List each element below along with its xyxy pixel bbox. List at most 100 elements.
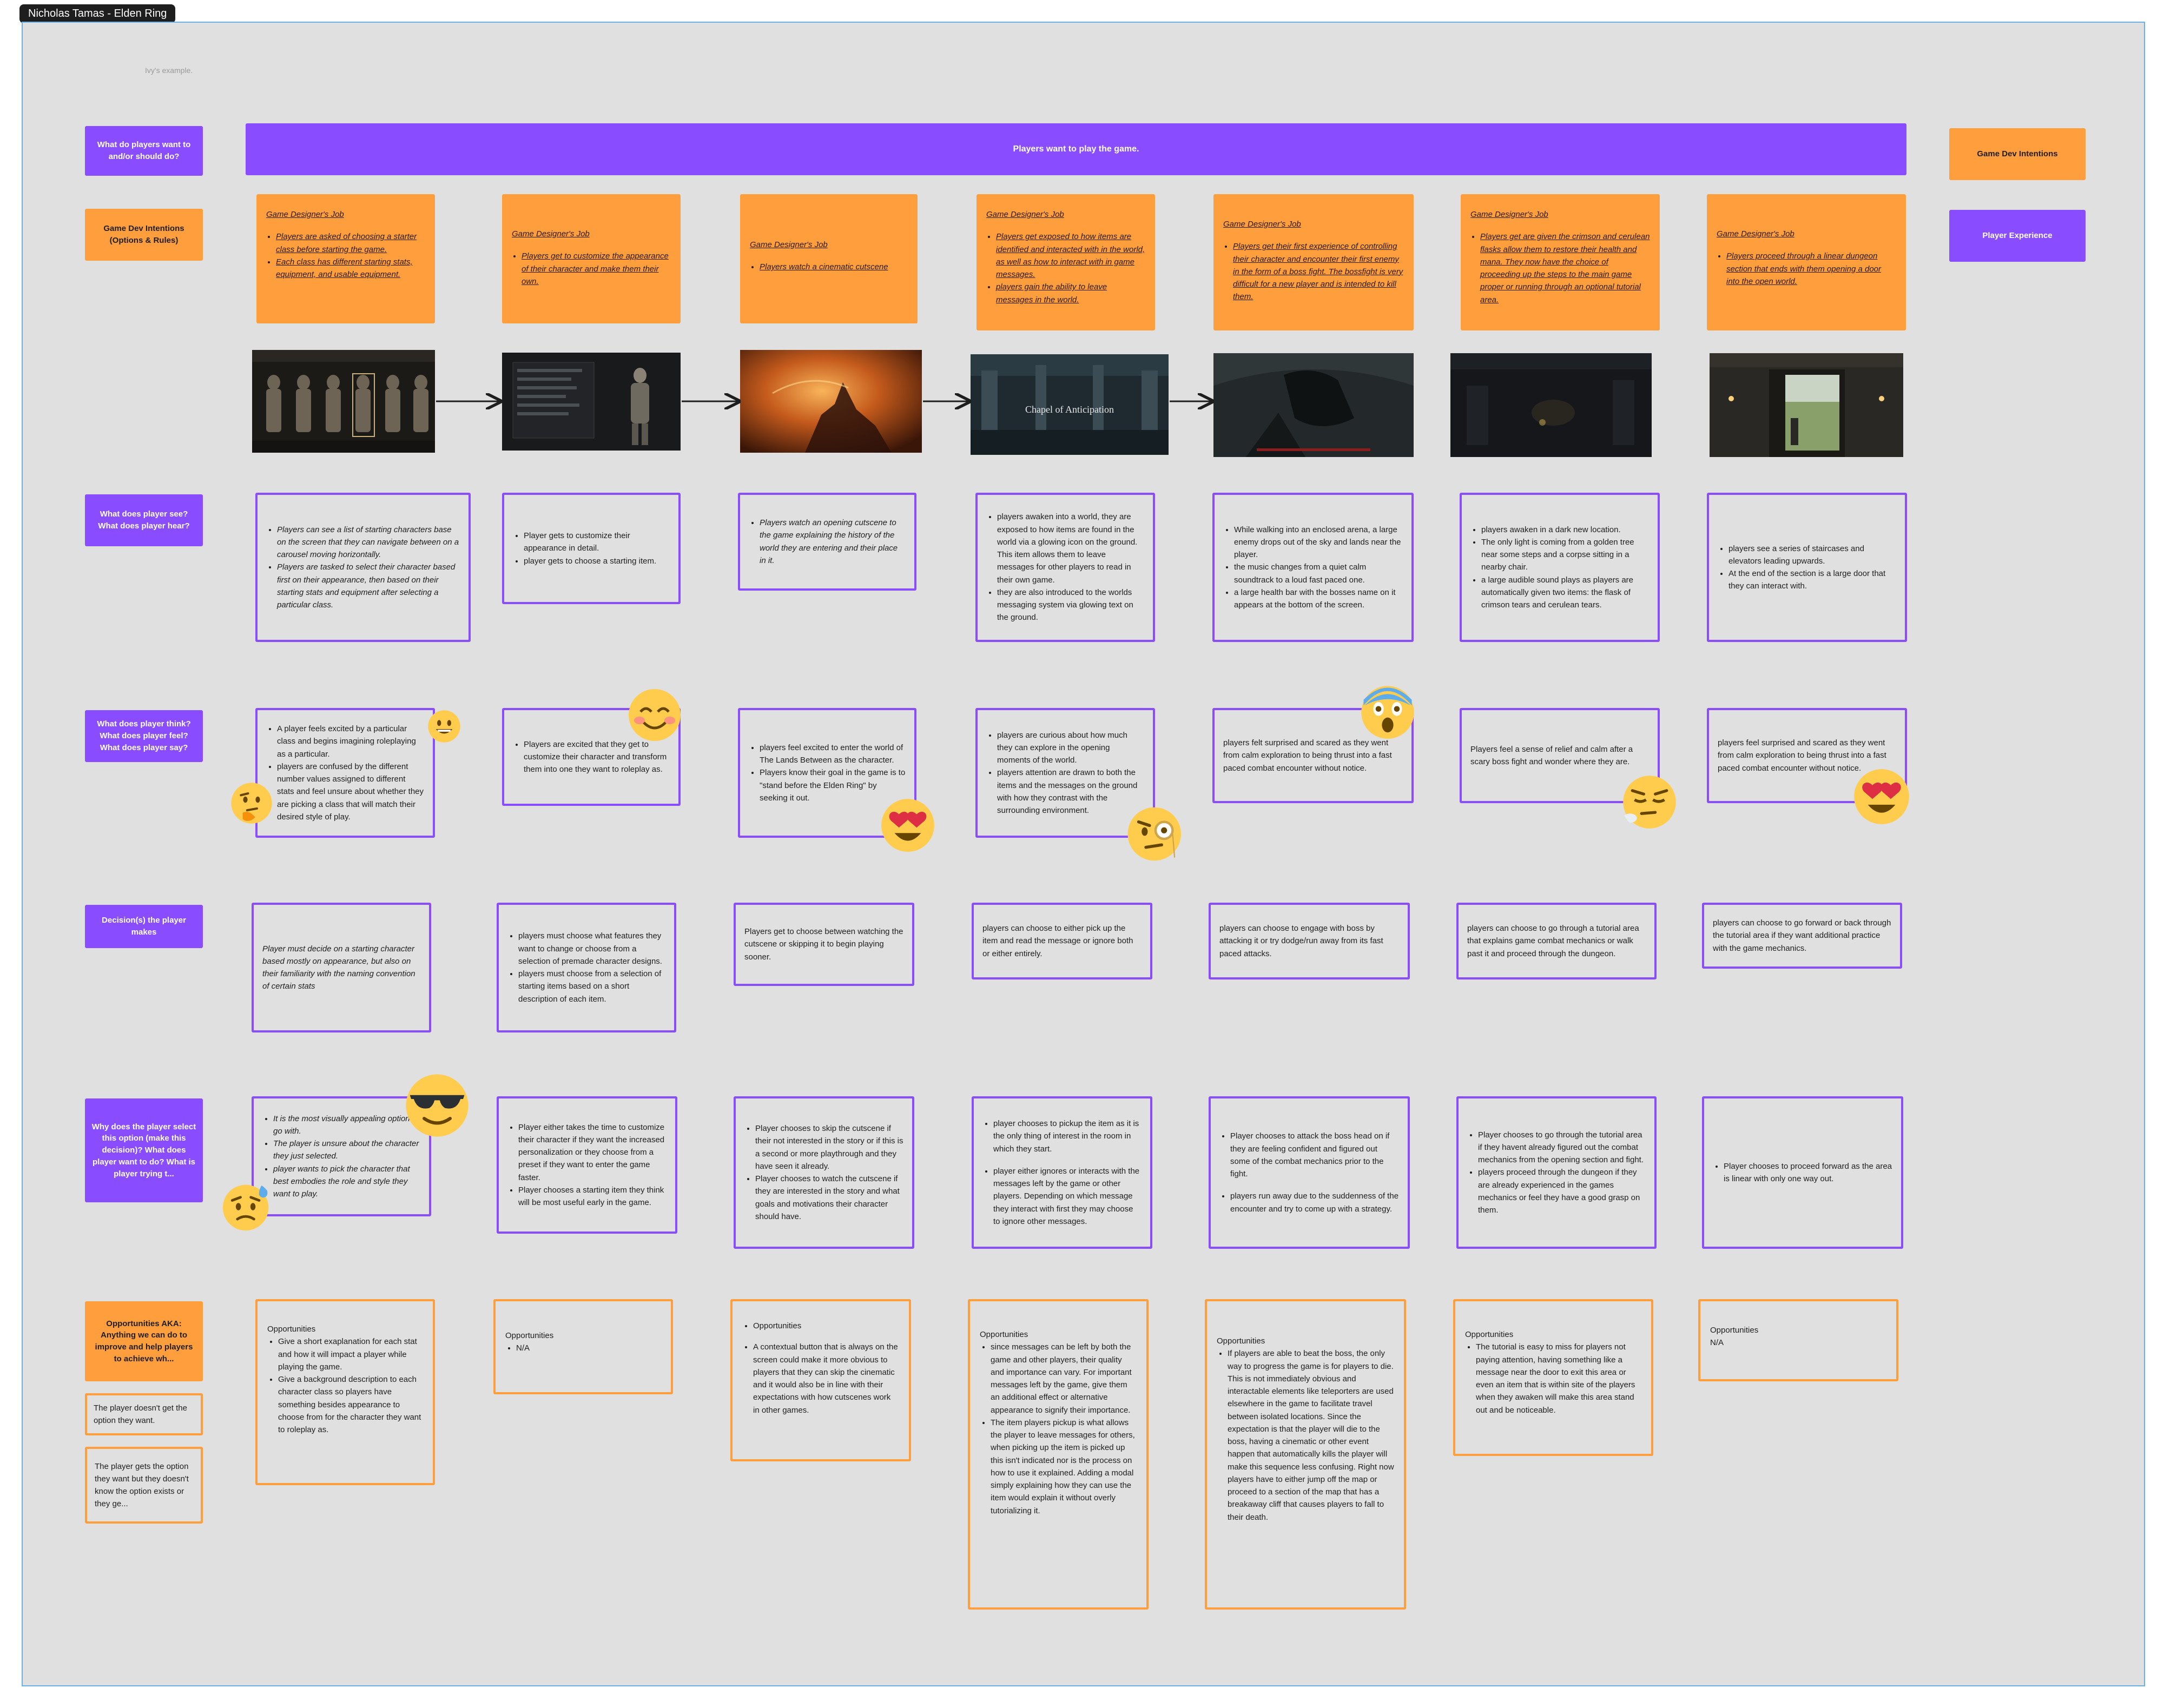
- decision-card-4: players can choose to either pick up the…: [972, 903, 1152, 979]
- see-point: players awaken into a world, they are ex…: [997, 511, 1144, 586]
- decision-card-6: players can choose to go through a tutor…: [1456, 903, 1657, 979]
- why-point: Player chooses to skip the cutscene if t…: [755, 1122, 903, 1173]
- decision-text: Players get to choose between watching t…: [744, 925, 903, 963]
- why-point: Player chooses to attack the boss head o…: [1230, 1130, 1399, 1180]
- why-point: The player is unsure about the character…: [273, 1137, 420, 1163]
- opportunity-heading: Opportunities: [1710, 1324, 1886, 1336]
- decision-card-5: players can choose to engage with boss b…: [1209, 903, 1410, 979]
- why-point: Player chooses to go through the tutoria…: [1478, 1129, 1646, 1167]
- why-card-2: Player either takes the time to customiz…: [497, 1096, 677, 1234]
- opportunity-point: The tutorial is easy to miss for players…: [1476, 1341, 1641, 1416]
- why-card-4: player chooses to pickup the item as it …: [972, 1096, 1152, 1249]
- think-point: Players are excited that they get to cus…: [524, 738, 670, 776]
- think-point: Players know their goal in the game is t…: [760, 766, 906, 804]
- opportunity-heading: Opportunities: [1465, 1328, 1641, 1341]
- decision-text: players can choose to engage with boss b…: [1219, 922, 1399, 960]
- why-card-3: Player chooses to skip the cutscene if t…: [734, 1096, 914, 1249]
- opportunity-point: If players are able to beat the boss, th…: [1228, 1347, 1394, 1524]
- decision-text: players can choose to go forward or back…: [1713, 917, 1891, 955]
- see-point: While walking into an enclosed arena, a …: [1234, 524, 1403, 561]
- see-card-5: While walking into an enclosed arena, a …: [1212, 493, 1414, 642]
- decision-point: players must choose what features they w…: [518, 930, 665, 968]
- opportunity-heading: Opportunities: [505, 1329, 661, 1342]
- why-card-6: Player chooses to go through the tutoria…: [1456, 1096, 1657, 1249]
- decision-card-3: Players get to choose between watching t…: [734, 903, 914, 986]
- see-point: The only light is coming from a golden t…: [1481, 536, 1649, 574]
- see-point: a large health bar with the bosses name …: [1234, 586, 1403, 612]
- why-point: players run away due to the suddenness o…: [1230, 1190, 1399, 1215]
- face-with-monocle-icon: [1125, 804, 1186, 864]
- why-point: player either ignores or interacts with …: [993, 1165, 1142, 1228]
- grinning-face-icon: [427, 710, 461, 743]
- why-card-1: It is the most visually appealing option…: [252, 1096, 431, 1216]
- fearful-screaming-face-icon: [1359, 683, 1416, 740]
- see-card-7: players see a series of staircases and e…: [1707, 493, 1907, 642]
- opportunity-point: The item players pickup is what allows t…: [991, 1416, 1137, 1517]
- opportunity-card-2: Opportunities N/A: [493, 1299, 673, 1394]
- opportunity-heading: Opportunities: [267, 1323, 423, 1335]
- think-point: players are confused by the different nu…: [277, 760, 424, 823]
- decision-point: players must choose from a selection of …: [518, 968, 665, 1005]
- why-point: player chooses to pickup the item as it …: [993, 1117, 1142, 1155]
- see-card-6: players awaken in a dark new location.Th…: [1460, 493, 1660, 642]
- decision-card-7: players can choose to go forward or back…: [1702, 903, 1902, 969]
- think-text: Players feel a sense of relief and calm …: [1470, 743, 1649, 769]
- see-card-3: Players watch an opening cutscene to the…: [738, 493, 916, 591]
- see-point: players see a series of staircases and e…: [1728, 542, 1896, 568]
- opportunity-card-7: Opportunities N/A: [1698, 1299, 1898, 1381]
- see-point: Players watch an opening cutscene to the…: [760, 517, 906, 567]
- opportunity-heading: Opportunities: [753, 1320, 899, 1332]
- see-point: the music changes from a quiet calm soun…: [1234, 561, 1403, 586]
- see-point: Players can see a list of starting chara…: [277, 524, 460, 561]
- opportunity-card-3: Opportunities A contextual button that is…: [730, 1299, 911, 1461]
- think-point: A player feels excited by a particular c…: [277, 723, 424, 760]
- decision-text: Player must decide on a starting charact…: [262, 943, 420, 993]
- think-text: players felt surprised and scared as the…: [1223, 737, 1403, 774]
- why-point: It is the most visually appealing option…: [273, 1113, 420, 1138]
- opportunity-card-1: Opportunities Give a short exaplanation …: [255, 1299, 435, 1485]
- think-point: players attention are drawn to both the …: [997, 766, 1144, 817]
- see-point: Player gets to customize their appearanc…: [524, 529, 670, 555]
- see-point: players awaken in a dark new location.: [1481, 524, 1649, 536]
- think-point: players feel excited to enter the world …: [760, 742, 906, 767]
- see-point: At the end of the section is a large doo…: [1728, 567, 1896, 593]
- smiling-face-with-smiling-eyes-icon: [628, 688, 682, 742]
- think-text: players feel surprised and scared as the…: [1718, 737, 1896, 774]
- see-card-2: Player gets to customize their appearanc…: [502, 493, 681, 604]
- thinking-face-icon: [229, 781, 274, 825]
- opportunity-point: A contextual button that is always on th…: [753, 1341, 899, 1416]
- decision-text: players can choose to either pick up the…: [982, 922, 1142, 960]
- see-card-1: Players can see a list of starting chara…: [255, 493, 471, 642]
- relieved-sigh-face-icon: [1621, 773, 1678, 831]
- opportunity-point: Give a background description to each ch…: [278, 1373, 423, 1436]
- decision-text: players can choose to go through a tutor…: [1467, 922, 1646, 960]
- see-point: Players are tasked to select their chara…: [277, 561, 460, 611]
- think-card-4: players are curious about how much they …: [975, 708, 1155, 838]
- opportunity-card-5: Opportunities If players are able to bea…: [1205, 1299, 1406, 1610]
- heart-eyes-face-icon: [1853, 768, 1910, 825]
- why-point: Player chooses to watch the cutscene if …: [755, 1173, 903, 1223]
- sunglasses-face-icon: [405, 1073, 470, 1138]
- see-point: player gets to choose a starting item.: [524, 555, 670, 567]
- decision-card-2: players must choose what features they w…: [497, 903, 676, 1032]
- see-point: a large audible sound plays as players a…: [1481, 574, 1649, 612]
- why-point: Player either takes the time to customiz…: [518, 1121, 667, 1184]
- opportunity-point: Give a short exaplanation for each stat …: [278, 1335, 423, 1373]
- why-point: Player chooses a starting item they thin…: [518, 1184, 667, 1209]
- think-card-1: A player feels excited by a particular c…: [255, 708, 435, 838]
- think-point: players are curious about how much they …: [997, 729, 1144, 767]
- anxious-sweat-face-icon: [221, 1181, 273, 1233]
- opportunity-heading: Opportunities: [980, 1328, 1137, 1341]
- why-card-7: Player chooses to proceed forward as the…: [1702, 1096, 1903, 1249]
- see-card-4: players awaken into a world, they are ex…: [975, 493, 1155, 642]
- decision-card-1: Player must decide on a starting charact…: [252, 903, 431, 1032]
- why-card-5: Player chooses to attack the boss head o…: [1209, 1096, 1410, 1249]
- opportunity-card-4: Opportunities since messages can be left…: [968, 1299, 1149, 1610]
- why-point: Player chooses to proceed forward as the…: [1724, 1160, 1892, 1186]
- opportunity-card-6: Opportunities The tutorial is easy to mi…: [1453, 1299, 1653, 1456]
- opportunity-point: N/A: [516, 1342, 661, 1354]
- opportunity-heading: Opportunities: [1217, 1335, 1394, 1347]
- why-point: player wants to pick the character that …: [273, 1163, 420, 1201]
- opportunity-text: N/A: [1710, 1336, 1886, 1349]
- heart-eyes-face-icon: [880, 798, 935, 853]
